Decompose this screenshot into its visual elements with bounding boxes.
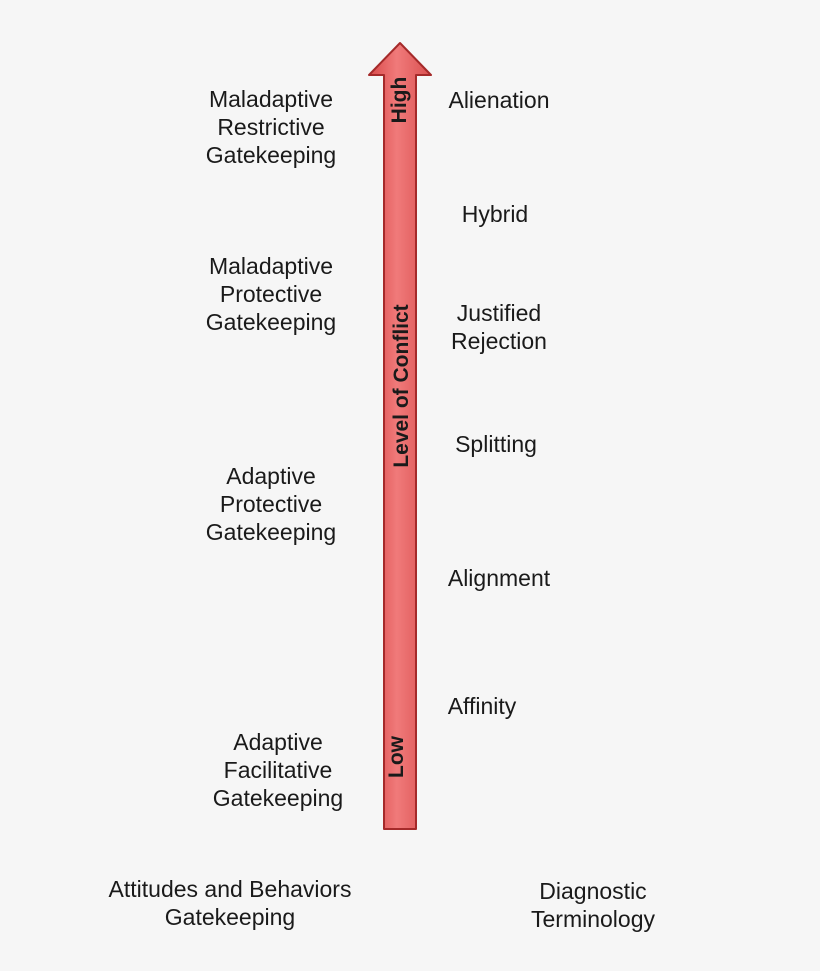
- arrow-low-label: Low: [385, 736, 408, 778]
- term-affinity: Affinity: [447, 693, 517, 719]
- term-justified-rejection: Justified Rejection: [451, 300, 547, 354]
- term-splitting: Splitting: [455, 431, 537, 457]
- gatekeeping-maladaptive-protective: Maladaptive Protective Gatekeeping: [205, 253, 337, 335]
- footer-gatekeeping-heading: Attitudes and Behaviors Gatekeeping: [108, 876, 352, 930]
- gatekeeping-adaptive-facilitative: Adaptive Facilitative Gatekeeping: [212, 729, 344, 811]
- arrow-high-label: High: [388, 76, 411, 124]
- gatekeeping-adaptive-protective: Adaptive Protective Gatekeeping: [205, 463, 337, 545]
- arrow-axis-label: Level of Conflict: [390, 304, 413, 468]
- gatekeeping-maladaptive-restrictive: Maladaptive Restrictive Gatekeeping: [205, 86, 337, 168]
- arrow-shape: [368, 42, 432, 830]
- term-alignment: Alignment: [447, 565, 551, 591]
- term-hybrid: Hybrid: [461, 201, 529, 227]
- term-alienation: Alienation: [448, 87, 550, 113]
- footer-terminology-heading: Diagnostic Terminology: [531, 878, 655, 932]
